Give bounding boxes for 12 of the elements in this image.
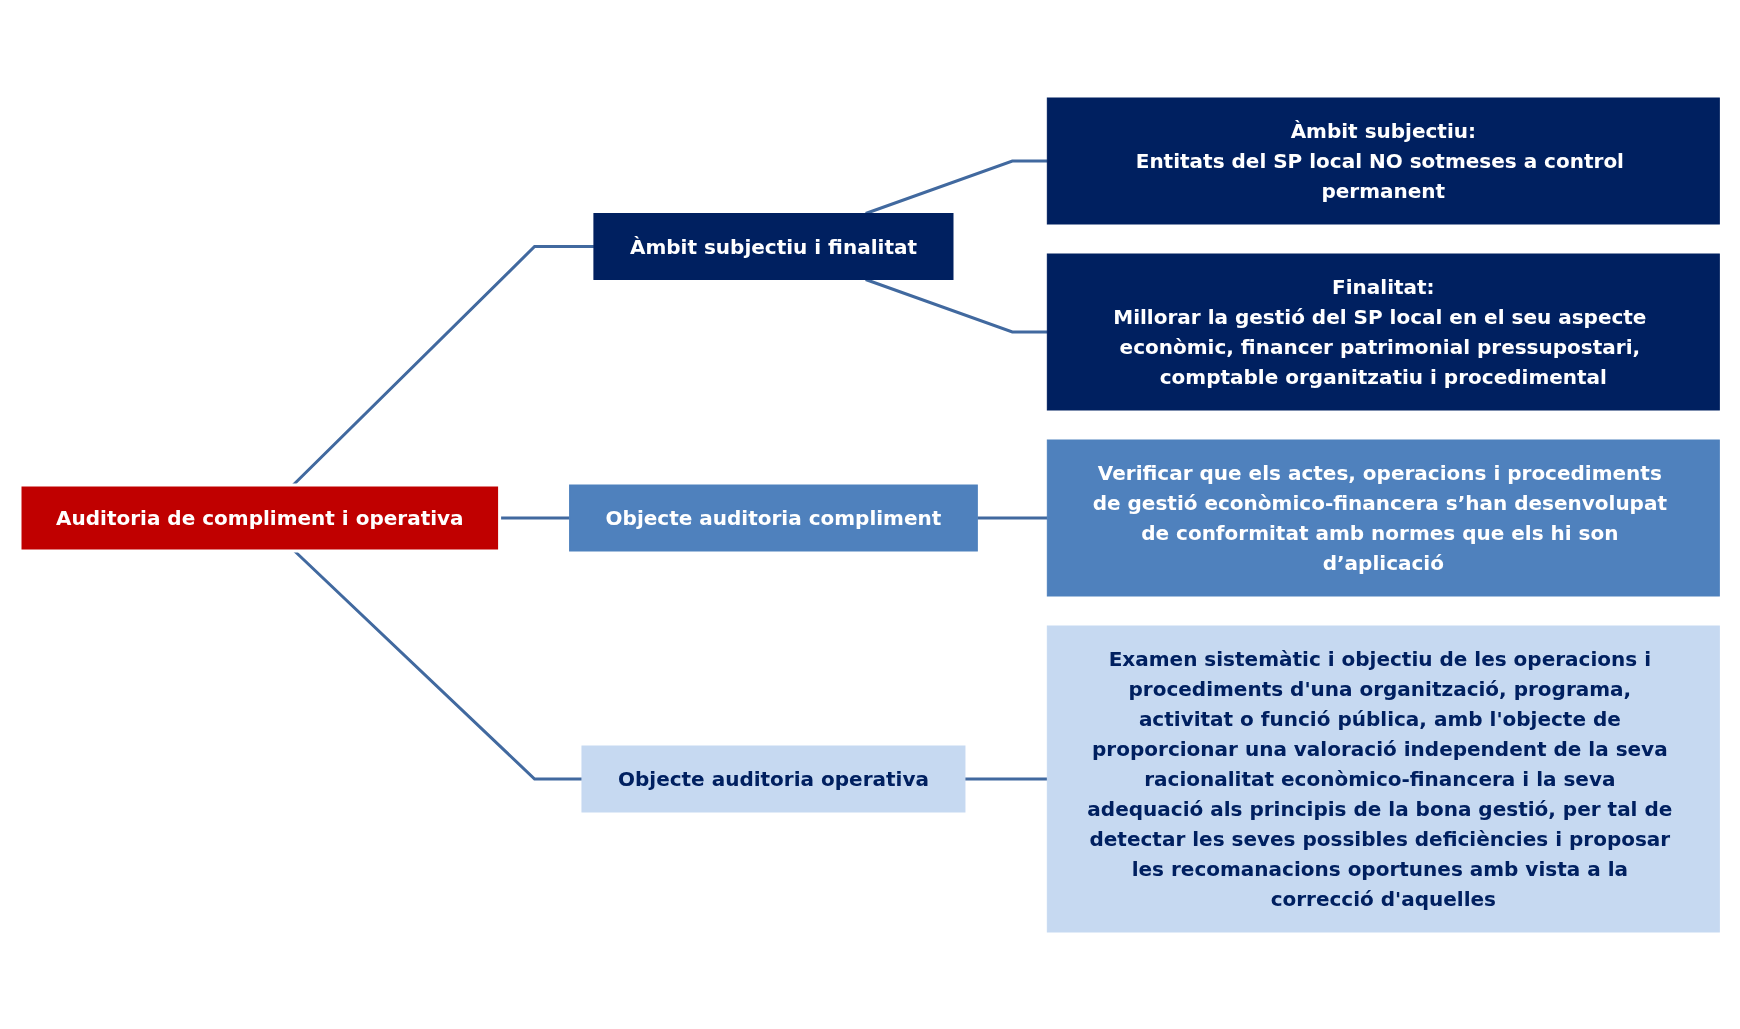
connector xyxy=(977,516,1048,519)
node-box: Examen sistemàtic i objectiu de les operacions i procediments d'una organització, programa, activitat o funció pública, amb l'objecte de proporcionar una valoració independent de la seva racionalitat econòmico-financera i la seva adequació als principis de la bona gestió, per tal de detectar les seves possibles deficiències i proposar les recomanacions oportunes amb vista a la correcció d'aquelles xyxy=(1047,625,1721,932)
node-box: Auditoria de compliment i operativa xyxy=(18,483,502,552)
node-box: Finalitat: Millorar la gestió del SP local en el seu aspecte econòmic, financer patrimonial pressupostari, comptable organitzatiu i procedimental xyxy=(1047,253,1721,410)
node-box: Objecte auditoria compliment xyxy=(569,484,979,551)
node-box: Verificar que els actes, operacions i procediments de gestió econòmico-financera s’han desenvolupat de conformitat amb normes que els hi son d’aplicació xyxy=(1047,439,1721,596)
connector xyxy=(965,777,1048,780)
connector xyxy=(499,516,570,519)
node-box: Àmbit subjectiu: Entitats del SP local NO sotmeses a control permanent xyxy=(1047,97,1721,224)
node-box: Objecte auditoria operativa xyxy=(581,745,966,812)
node-box: Àmbit subjectiu i finalitat xyxy=(593,212,954,280)
connector xyxy=(865,159,1048,215)
